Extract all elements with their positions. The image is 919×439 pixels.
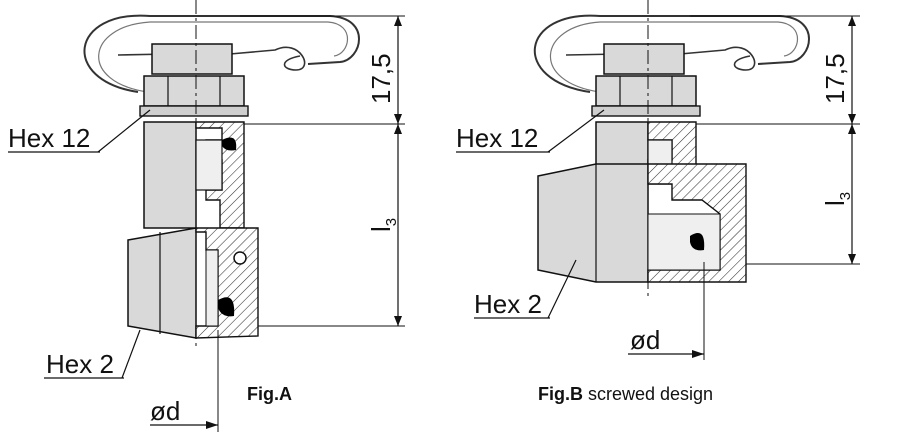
figure-b-caption: Fig.B screwed design <box>538 384 713 404</box>
detent-ball <box>233 251 247 265</box>
hex2-label: Hex 2 <box>474 289 542 319</box>
hex12-nut <box>139 75 249 117</box>
lower-seal <box>690 233 705 251</box>
cap-loop-inner <box>98 21 348 93</box>
hex2-nut <box>127 227 197 339</box>
hex12-leader <box>547 109 605 153</box>
upper-seal-a <box>222 137 237 151</box>
hex12-leader <box>97 109 151 153</box>
height-label: 17,5 <box>820 53 850 104</box>
cap-loop-inner <box>549 21 798 93</box>
lower-body-section <box>195 227 259 339</box>
hex2-label: Hex 2 <box>46 349 114 379</box>
height-label: 17,5 <box>366 53 396 104</box>
hex2-leader <box>547 259 577 319</box>
cap-wire <box>565 46 756 71</box>
figure-b: Hex 12 Hex 2 ød 17,5 l3 Fig.B screwed de… <box>456 0 860 404</box>
hex12-label: Hex 12 <box>8 123 90 153</box>
length-label: l3 <box>366 218 400 232</box>
cap-body <box>603 43 685 75</box>
figure-a-caption: Fig.A <box>247 384 292 404</box>
lower-seal <box>218 297 235 317</box>
cap-body <box>151 43 233 75</box>
lower-bore <box>205 249 219 327</box>
upper-bore <box>195 139 223 191</box>
upper-body-outer <box>595 121 649 169</box>
lower-bore <box>647 213 721 271</box>
cap-wire <box>117 46 306 71</box>
length-label: l3 <box>820 192 854 206</box>
upper-body-outer <box>143 121 197 229</box>
diameter-label: ød <box>150 396 180 426</box>
hex12-label: Hex 12 <box>456 123 538 153</box>
hex12-nut <box>591 75 701 117</box>
hex2-leader <box>121 329 141 379</box>
figure-a: Hex 12 Hex 2 ød 17,5 l3 Fig.A <box>8 0 405 432</box>
cap-loop <box>83 14 360 93</box>
hex2-nut <box>537 163 649 283</box>
diameter-label: ød <box>630 325 660 355</box>
cap-loop <box>534 14 810 93</box>
